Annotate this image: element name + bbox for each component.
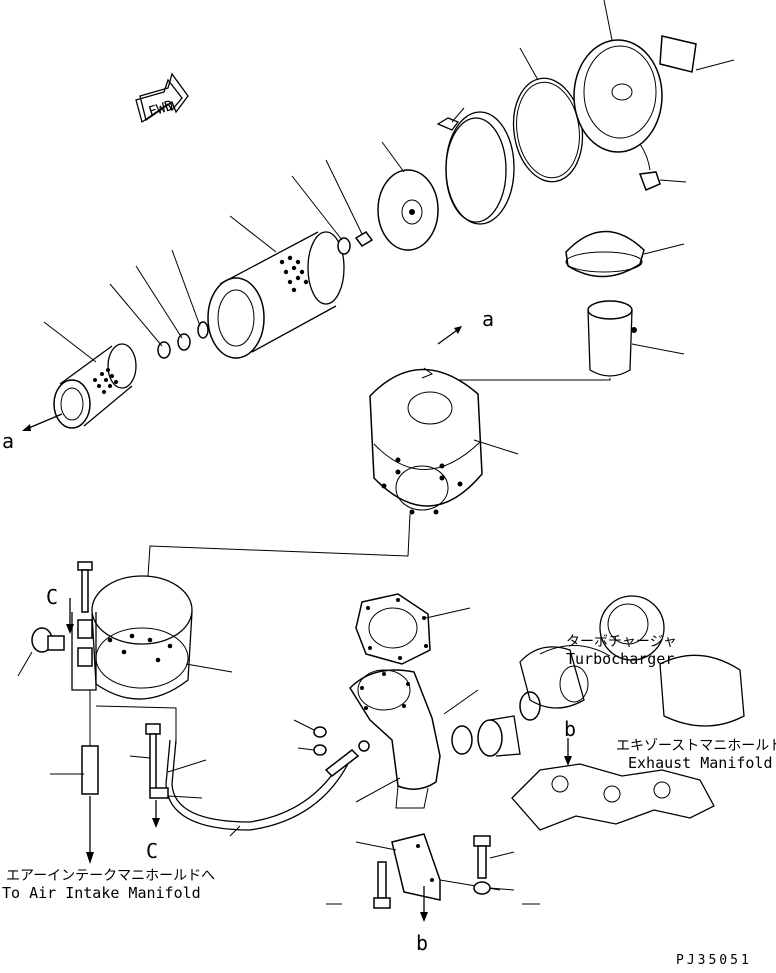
intake-label-jp: エアーインテークマニホールドへ xyxy=(6,868,215,884)
washers-center xyxy=(293,719,327,756)
intake-label-en: To Air Intake Manifold xyxy=(2,884,201,902)
fwd-arrow: FWD xyxy=(135,72,189,124)
turbocharger-label-jp: ターボチャージャ xyxy=(566,634,677,650)
dust-cup-cover xyxy=(573,0,663,171)
bolt-left-top xyxy=(77,561,93,613)
arrow-a-left-head xyxy=(22,424,31,431)
gasket xyxy=(355,593,471,665)
sensor-fitting xyxy=(324,740,370,777)
precleaner-tube xyxy=(587,300,685,377)
arrow-b-right-head xyxy=(564,756,572,766)
drawing-code: PJ35051 xyxy=(676,953,752,968)
inner-filter-element xyxy=(43,321,137,429)
turbo-hose-clamps xyxy=(443,689,541,757)
support-bracket xyxy=(355,833,501,901)
fwd-label: FWD xyxy=(147,98,176,121)
filter-cover-plate xyxy=(377,141,439,251)
ref-b-right: b xyxy=(564,717,576,741)
arrow-b-bottom-head xyxy=(420,912,428,922)
evacuator-valve xyxy=(638,171,687,191)
exhaust-manifold-label-jp: エキゾーストマニホールド xyxy=(616,738,776,754)
exhaust-manifold-label-en: Exhaust Manifold xyxy=(628,754,773,772)
ref-c-bottom: C xyxy=(146,839,158,863)
outer-filter-element xyxy=(207,215,345,359)
band-clamp xyxy=(436,107,515,225)
turbocharger-label-en: Turbocharger xyxy=(566,650,674,668)
intake-hose-left xyxy=(50,690,99,795)
ref-a-left: a xyxy=(2,429,14,453)
washer-and-nut-left xyxy=(109,249,209,359)
wing-nut xyxy=(291,159,374,255)
ref-a-top: a xyxy=(482,307,494,331)
label-plate xyxy=(659,35,735,73)
arrow-c-bottom-head xyxy=(152,818,160,828)
mounting-band xyxy=(91,575,233,700)
bolt-lower-left xyxy=(326,861,391,909)
leader-body-band xyxy=(147,513,411,577)
arrow-a-top-head xyxy=(454,326,462,334)
precleaner-cap xyxy=(565,230,685,278)
ref-c-left: C xyxy=(46,585,58,609)
elbow-pipe xyxy=(349,669,441,809)
turbocharger xyxy=(519,595,745,727)
air-cleaner-body xyxy=(369,367,519,515)
restriction-indicator xyxy=(17,627,65,677)
sensor-hose xyxy=(149,739,351,837)
bolt-lower-right xyxy=(473,835,540,905)
arrow-intake-head xyxy=(86,852,94,864)
arrow-c-left-head xyxy=(66,624,74,634)
indicator-bracket xyxy=(71,612,177,744)
bolt-center xyxy=(129,723,161,791)
exhaust-manifold xyxy=(511,763,715,831)
ref-b-bottom: b xyxy=(416,931,428,955)
